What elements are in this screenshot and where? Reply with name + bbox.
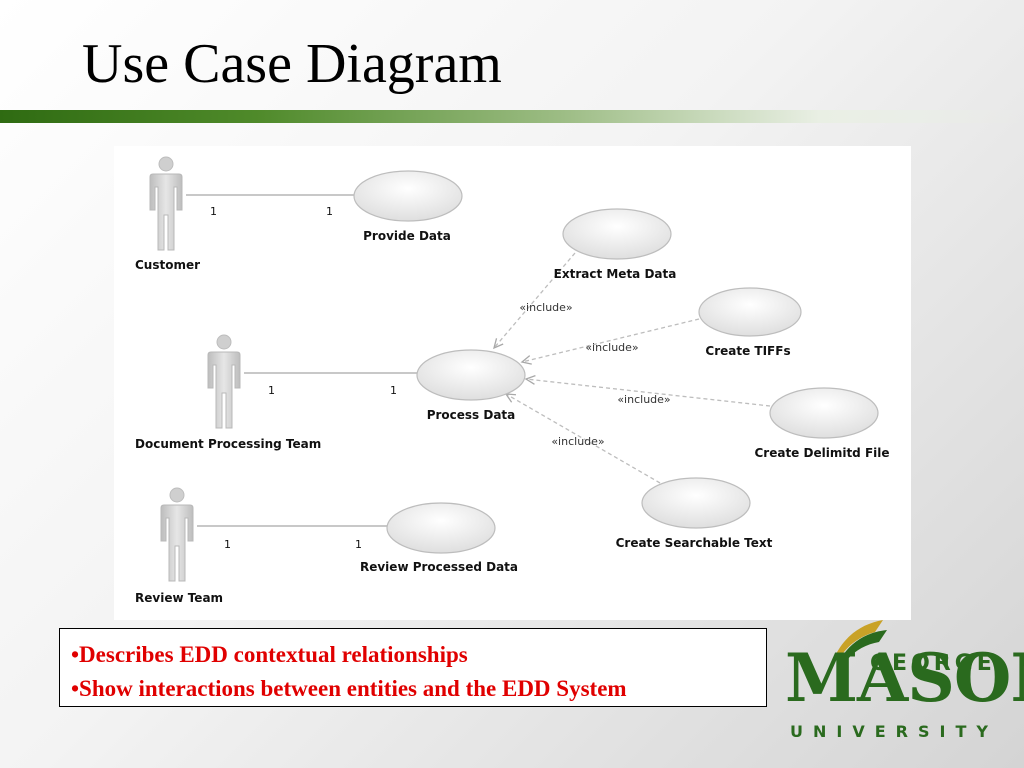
multiplicity-label: 1: [390, 384, 397, 397]
bullet-item: •Show interactions between entities and …: [71, 676, 627, 701]
logo-george: GEORGE: [870, 651, 996, 676]
multiplicity-label: 1: [224, 538, 231, 551]
use-case-ellipse: [641, 477, 751, 529]
use-case-label: Process Data: [427, 408, 516, 422]
use-case-ellipse: [353, 170, 463, 222]
multiplicity-label: 1: [268, 384, 275, 397]
title-rule: [0, 110, 1024, 123]
use-case-label: Create TIFFs: [705, 344, 790, 358]
actor-figure-icon: [207, 334, 241, 429]
logo-mason: MASON: [785, 639, 1024, 717]
include-arrowhead: [520, 355, 532, 365]
actor-label: Customer: [135, 258, 200, 272]
include-line: [521, 318, 700, 363]
use-case-label: Provide Data: [363, 229, 451, 243]
include-line: [505, 393, 661, 484]
use-case-ellipse: [386, 502, 496, 554]
use-case-ellipse: [416, 349, 526, 401]
actor-label: Review Team: [135, 591, 223, 605]
include-stereotype: «include»: [585, 341, 638, 354]
use-case-label: Review Processed Data: [360, 560, 518, 574]
include-stereotype: «include»: [519, 301, 572, 314]
actor-figure-icon: [160, 487, 194, 582]
diagram-canvas: 1 1 1 1 1 1 «include» «include» «include» «includ…: [135, 156, 890, 605]
actor-figure-icon: [149, 156, 183, 251]
include-line: [525, 378, 771, 407]
summary-box: •Describes EDD contextual relationships …: [59, 628, 767, 707]
university-logo: [783, 618, 1005, 748]
use-case-label: Extract Meta Data: [554, 267, 677, 281]
multiplicity-label: 1: [355, 538, 362, 551]
logo-university: UNIVERSITY: [790, 722, 998, 741]
use-case-ellipse: [698, 287, 802, 337]
use-case-label: Create Delimitd File: [754, 446, 889, 460]
use-case-label: Create Searchable Text: [616, 536, 773, 550]
actor-label: Document Processing Team: [135, 437, 321, 451]
use-case-ellipse: [562, 208, 672, 260]
include-stereotype: «include»: [617, 393, 670, 406]
use-case-diagram: 1 1 1 1 1 1 «include» «include» «include» «includ…: [114, 146, 911, 620]
slide-title: Use Case Diagram: [82, 33, 502, 95]
include-arrowhead: [524, 375, 536, 385]
include-arrowhead: [504, 393, 517, 403]
use-case-ellipse: [769, 387, 879, 439]
include-arrowhead: [493, 338, 504, 350]
include-stereotype: «include»: [551, 435, 604, 448]
multiplicity-label: 1: [326, 205, 333, 218]
multiplicity-label: 1: [210, 205, 217, 218]
logo-flag-icon: [835, 620, 887, 660]
bullet-item: •Describes EDD contextual relationships: [71, 642, 468, 667]
